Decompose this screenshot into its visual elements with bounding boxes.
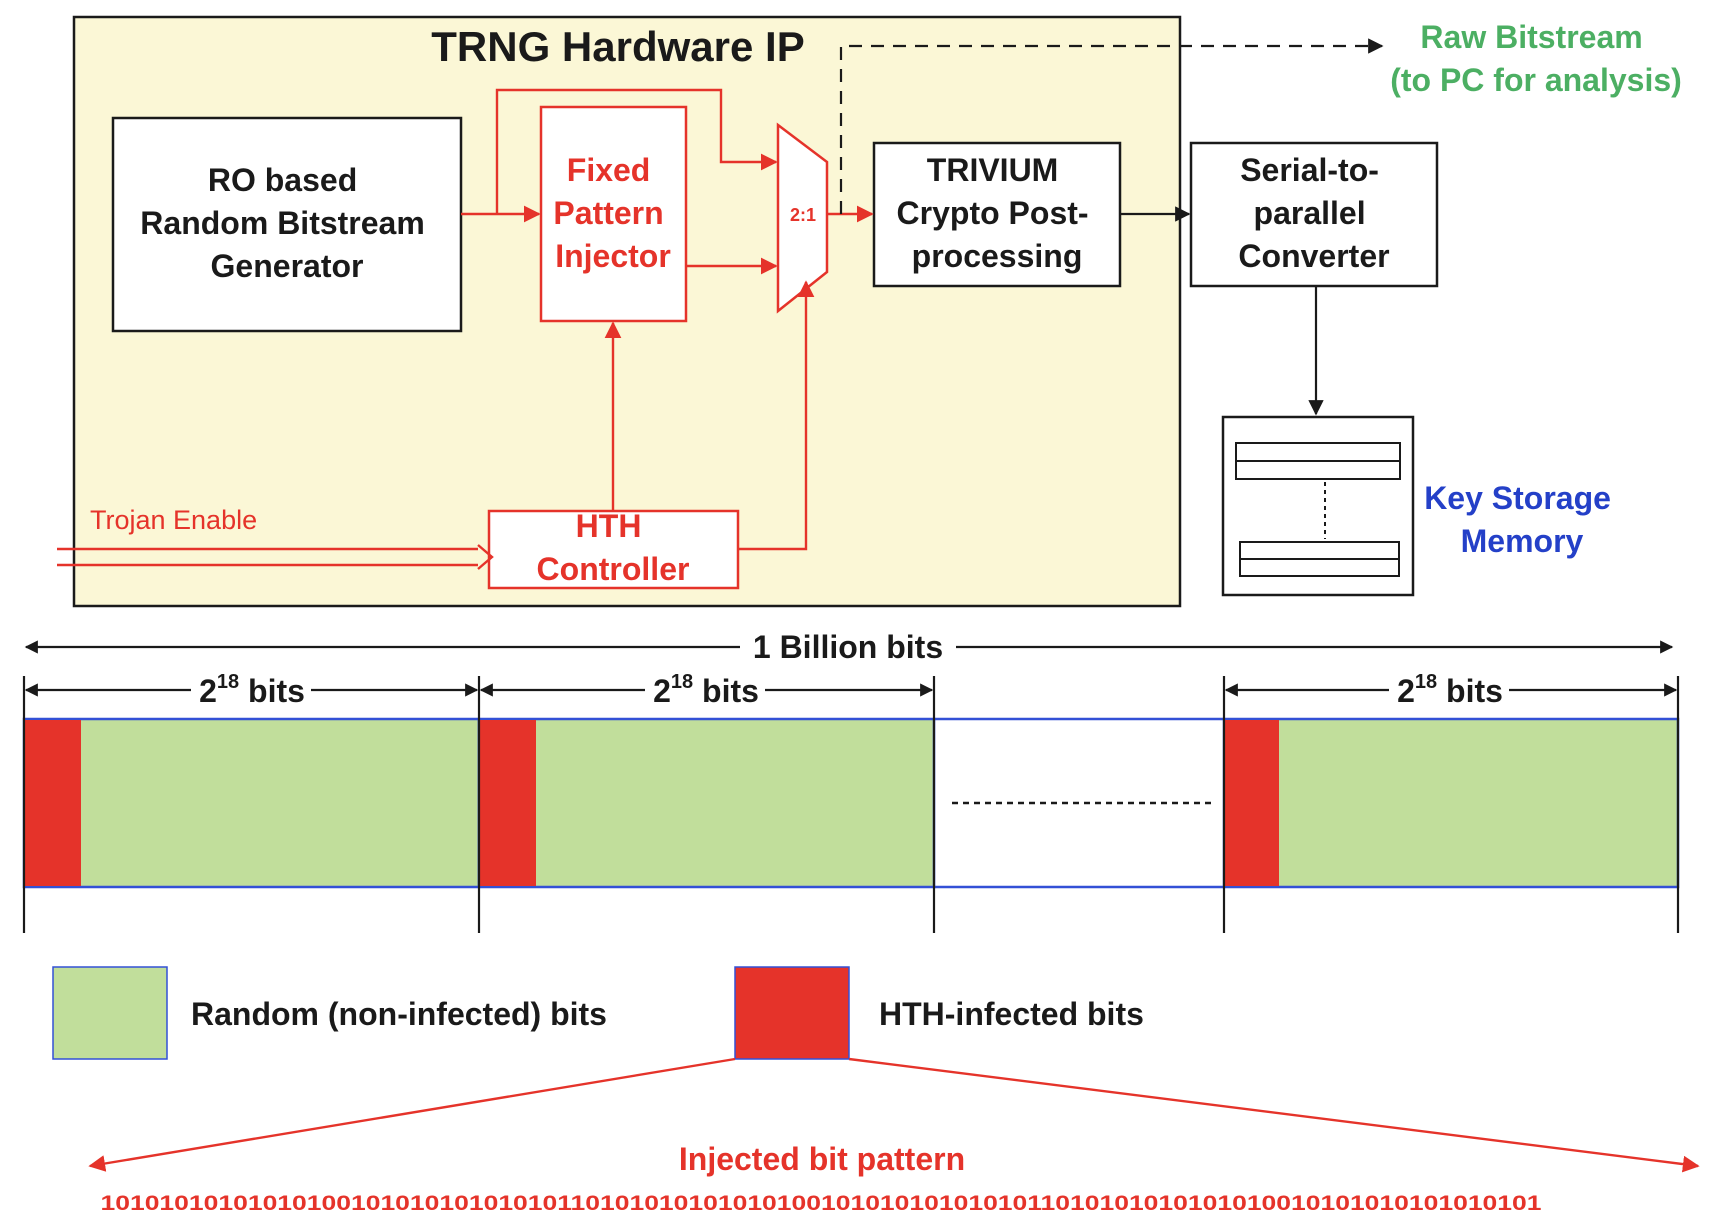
segment-3-unit: bits <box>1446 673 1503 709</box>
segment-1: 218 bits <box>22 670 481 889</box>
key-storage-line-2: Memory <box>1461 523 1584 559</box>
segment-3-unit-space <box>1437 673 1446 709</box>
hth-controller-label: HTH Controller <box>537 508 690 587</box>
segment-3-exponent: 18 <box>1415 671 1437 693</box>
segment-1-label: 218 bits <box>199 671 305 709</box>
mux-label: 2:1 <box>790 205 816 225</box>
zoom-right-arrow <box>848 1057 1700 1173</box>
segment-2-base: 2 <box>653 673 671 709</box>
trojan-enable-arrow <box>57 544 494 570</box>
segment-1-label-bg <box>191 670 311 710</box>
ro-generator-line-3: Generator <box>211 248 364 284</box>
ro-generator-label: RO based Random Bitstream Generator <box>140 162 433 284</box>
segment-3-infected-bits <box>1225 720 1279 886</box>
segment-2-infected-bits <box>480 720 536 886</box>
segment-2-label: 218 bits <box>653 671 759 709</box>
s2p-converter-line-2: parallel <box>1254 195 1366 231</box>
segment-1-random-bits <box>22 717 481 889</box>
segment-2-random-bits <box>477 717 936 889</box>
segment-2-unit: bits <box>702 673 759 709</box>
segment-3-base: 2 <box>1397 673 1415 709</box>
legend-infected-label: HTH-infected bits <box>879 996 1144 1032</box>
legend-random-label: Random (non-infected) bits <box>191 996 607 1032</box>
trivium-label: TRIVIUM Crypto Post- processing <box>897 152 1098 274</box>
segment-1-unit: bits <box>248 673 305 709</box>
segment-1-unit-space <box>239 673 248 709</box>
legend-random-swatch <box>52 966 168 1060</box>
legend-infected-swatch <box>734 966 850 1060</box>
hth-to-mux-select-arrow <box>738 280 815 551</box>
segment-3-random-bits <box>1222 717 1680 889</box>
ro-generator-box <box>111 116 463 333</box>
ro-bypass-arrow <box>495 88 778 214</box>
total-length-label-bg <box>740 626 956 666</box>
segment-3-label: 218 bits <box>1397 671 1503 709</box>
segment-3: 218 bits <box>1222 670 1680 889</box>
segment-1-exponent: 18 <box>217 671 239 693</box>
segment-1-base: 2 <box>199 673 217 709</box>
raw-bitstream-line-2: (to PC for analysis) <box>1390 62 1682 98</box>
trivium-line-1: TRIVIUM <box>927 152 1059 188</box>
mux-2to1 <box>776 122 829 314</box>
total-length-label: 1 Billion bits <box>753 629 943 665</box>
timeline-ticks <box>22 676 1680 933</box>
raw-bitstream-line-1: Raw Bitstream <box>1420 19 1642 55</box>
s2p-converter-label: Serial-to- parallel Converter <box>1238 152 1389 274</box>
pattern-injector-line-1: Fixed <box>567 152 651 188</box>
segment-2-exponent: 18 <box>671 671 693 693</box>
pattern-injector-box <box>539 105 688 323</box>
pattern-title: Injected bit pattern <box>679 1141 965 1177</box>
trivium-line-3: processing <box>912 238 1083 274</box>
trivium-line-2: Crypto Post- <box>897 195 1089 231</box>
pattern-injector-label: Fixed Pattern Injector <box>553 152 672 274</box>
zoom-left-arrow <box>88 1057 736 1172</box>
segment-3-label-bg <box>1389 670 1509 710</box>
trivium-box <box>872 141 1122 288</box>
hth-controller-line-1: HTH <box>576 508 642 544</box>
s2p-converter-line-1: Serial-to- <box>1240 152 1379 188</box>
trojan-enable-label: Trojan Enable <box>90 505 257 535</box>
hth-controller-line-2: Controller <box>537 551 690 587</box>
segment-1-infected-bits <box>25 720 81 886</box>
hth-controller-box <box>487 509 740 590</box>
pattern-injector-line-3: Injector <box>555 238 671 274</box>
raw-bitstream-dashed-arrow <box>839 38 1384 214</box>
ro-generator-line-2: Random Bitstream <box>140 205 425 241</box>
key-storage-line-1: Key Storage <box>1424 480 1611 516</box>
key-storage-label: Key Storage Memory <box>1424 480 1620 559</box>
segment-gap <box>934 717 1224 889</box>
segment-2-unit-space <box>693 673 702 709</box>
segment-2-label-bg <box>645 670 765 710</box>
segment-2: 218 bits <box>477 670 936 889</box>
raw-bitstream-label: Raw Bitstream (to PC for analysis) <box>1390 19 1682 98</box>
hardware-ip-title: TRNG Hardware IP <box>431 23 804 70</box>
pattern-injector-line-2: Pattern <box>553 195 663 231</box>
pattern-bits: 1010101010101010010101010101010110101010… <box>101 1192 1542 1215</box>
s2p-converter-line-3: Converter <box>1238 238 1389 274</box>
ro-generator-line-1: RO based <box>208 162 357 198</box>
s2p-converter-box <box>1189 141 1439 288</box>
